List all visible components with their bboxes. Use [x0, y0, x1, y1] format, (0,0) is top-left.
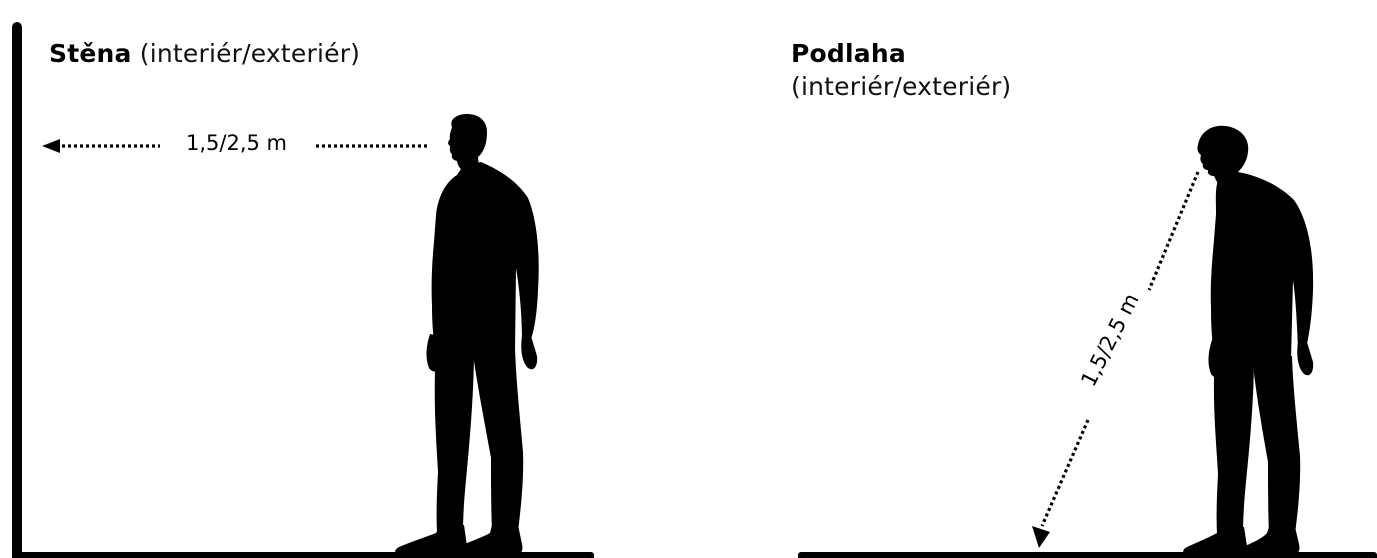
- floor-panel: Podlaha (interiér/exteriér): [760, 0, 1377, 558]
- dotted-line-lower: [1042, 420, 1088, 526]
- wall-diagram: [0, 0, 640, 558]
- arrowhead-icon: [1032, 526, 1050, 548]
- wall-distance-label: 1,5/2,5 m: [186, 131, 287, 155]
- dotted-line-upper: [1149, 172, 1198, 290]
- wall-panel: Stěna (interiér/exteriér) 1,5/2,5 m: [0, 0, 640, 558]
- arrowhead-icon: [42, 139, 60, 153]
- standing-person-icon: [395, 114, 539, 556]
- bending-person-icon: [1183, 126, 1313, 556]
- floor-diagram: [760, 0, 1377, 558]
